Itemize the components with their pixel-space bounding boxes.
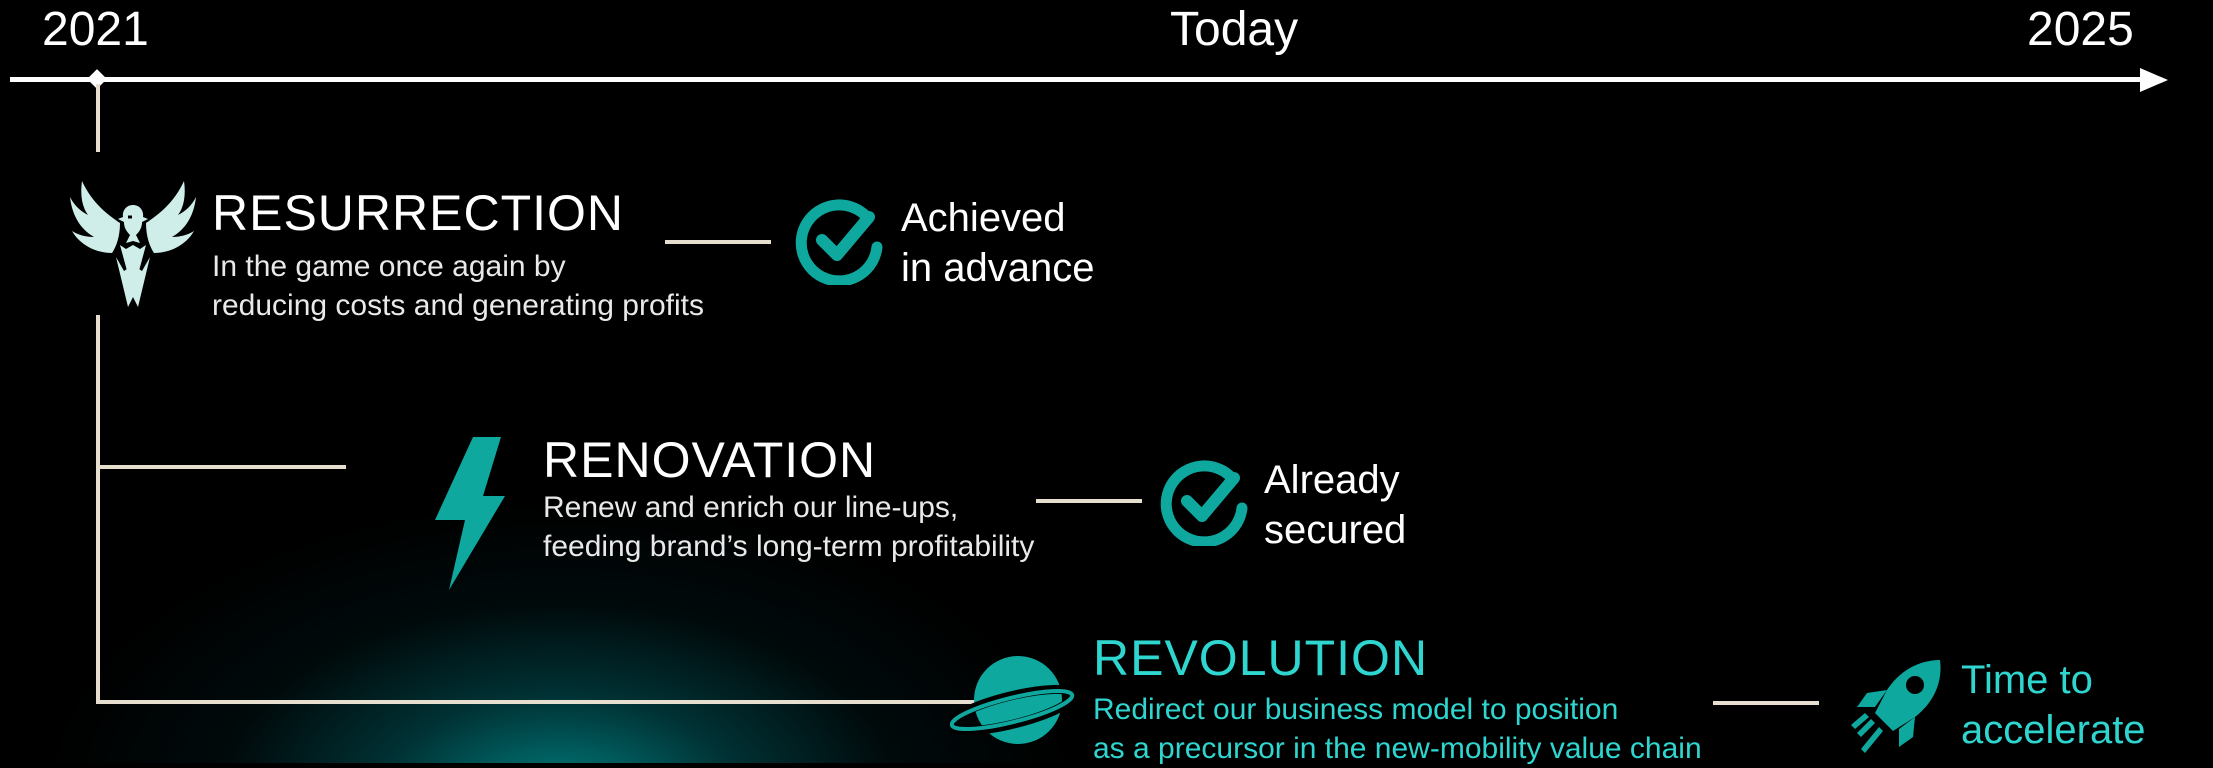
status-line: Time to [1961, 658, 2093, 702]
description-line: as a precursor in the new-mobility value… [1093, 732, 1702, 765]
timeline-today-label: Today [1170, 3, 1299, 56]
phase-title-resurrection: RESURRECTION [212, 185, 625, 241]
status-line: secured [1264, 508, 1407, 552]
status-line: accelerate [1961, 708, 2146, 752]
description-line: feeding brand’s long-term profitability [543, 530, 1035, 563]
phase-description-resurrection: In the game once again by reducing costs… [212, 247, 852, 325]
timeline-start-label: 2021 [42, 3, 149, 56]
timeline-arrowhead [2140, 68, 2168, 92]
connector-branch-renovation [96, 465, 346, 469]
phase-title-renovation: RENOVATION [543, 432, 877, 488]
status-resurrection: Achieved in advance [901, 193, 1201, 293]
status-renovation: Already secured [1264, 455, 1564, 555]
description-line: Renew and enrich our line-ups, [543, 491, 959, 524]
description-line: In the game once again by [212, 250, 566, 283]
phase-description-renovation: Renew and enrich our line-ups, feeding b… [543, 488, 1183, 566]
phoenix-icon [70, 181, 196, 307]
planet-icon [950, 656, 1079, 744]
timeline-axis [10, 77, 2160, 82]
timeline-end-label: 2025 [2027, 3, 2134, 56]
status-connector-revolution [1713, 701, 1819, 705]
connector-vertical-main [96, 315, 100, 704]
connector-vertical-top [96, 84, 100, 152]
status-connector-renovation [1036, 499, 1142, 503]
status-line: in advance [901, 246, 1095, 290]
status-revolution: Time to accelerate [1961, 655, 2213, 755]
lightning-bolt-icon [435, 437, 505, 590]
status-line: Already [1264, 458, 1400, 502]
phase-description-revolution: Redirect our business model to position … [1093, 690, 1813, 768]
checkmark-circle-icon [1160, 460, 1248, 546]
status-line: Achieved [901, 196, 1066, 240]
checkmark-circle-icon [795, 199, 883, 285]
description-line: Redirect our business model to position [1093, 693, 1619, 726]
status-connector-resurrection [665, 240, 771, 244]
rocket-icon [1851, 660, 1941, 753]
connector-branch-revolution [96, 700, 996, 704]
phase-title-revolution: REVOLUTION [1093, 630, 1429, 686]
description-line: reducing costs and generating profits [212, 289, 704, 322]
